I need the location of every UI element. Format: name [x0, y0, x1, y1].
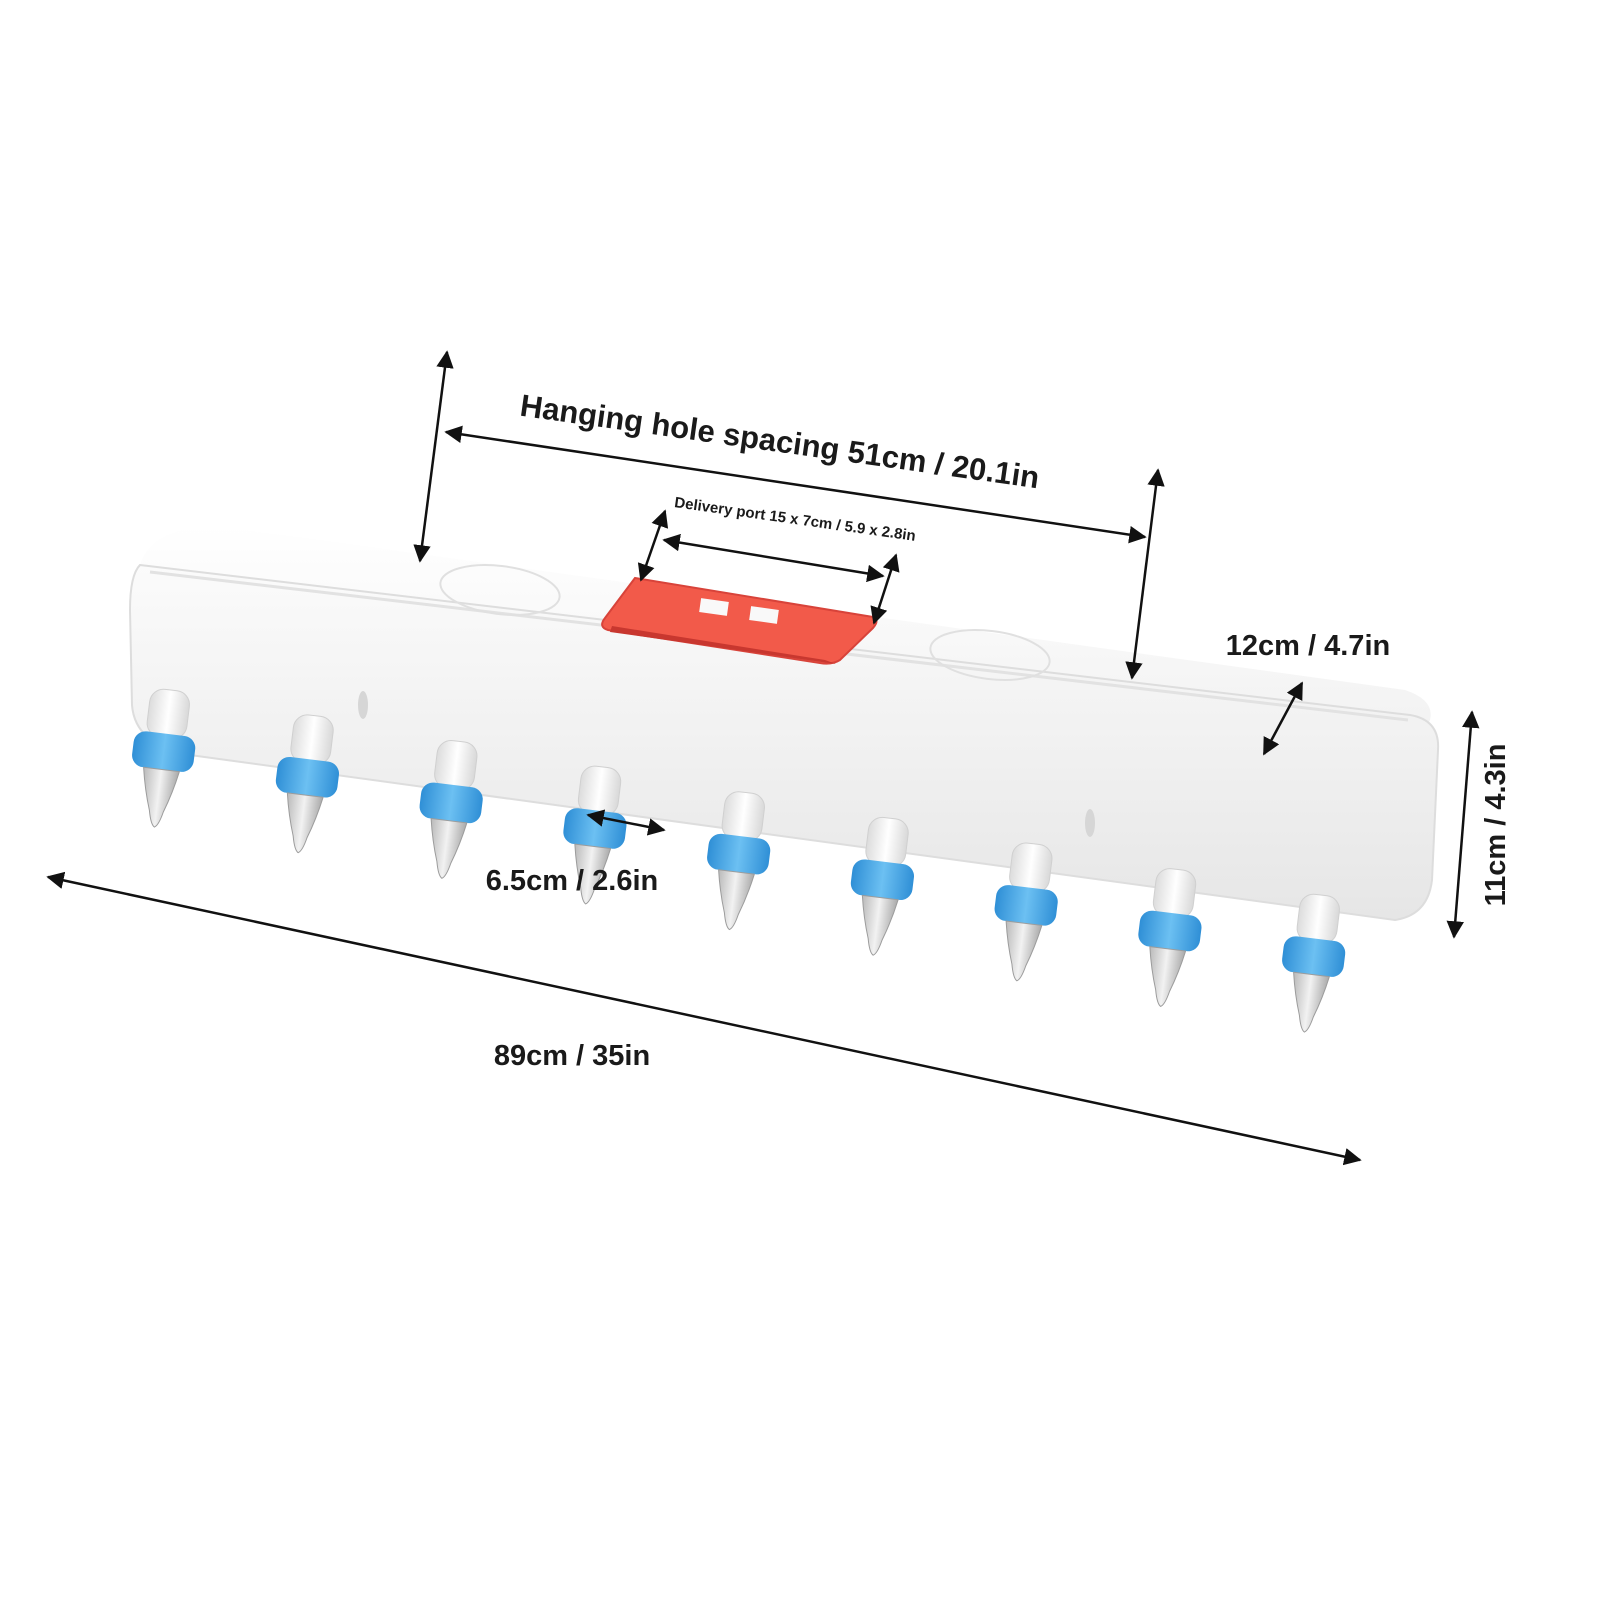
- nipple-teat: [861, 894, 899, 956]
- delivery-port-left-arrow: [637, 509, 669, 582]
- nipple-collar: [1138, 910, 1202, 952]
- hanging-hole-right-arrow: [1125, 468, 1165, 680]
- nipple-teat: [430, 817, 468, 879]
- nipple-teat: [718, 869, 755, 931]
- delivery-port-width-arrow: [662, 533, 885, 583]
- nipple-assembly: [275, 714, 340, 854]
- hanging-hole-spacing-label: Hanging hole spacing 51cm / 20.1in: [518, 388, 1041, 496]
- nipple-teat: [1005, 920, 1043, 982]
- nipple-collar: [850, 859, 915, 901]
- delivery-port-right-arrow: [870, 553, 900, 625]
- nipple-assembly: [419, 739, 483, 879]
- nipple-teat: [143, 766, 180, 828]
- length-label: 89cm / 35in: [494, 1040, 650, 1072]
- nipple-spacing-arrow: [586, 809, 666, 836]
- nipple-teat: [1149, 946, 1187, 1007]
- nipple-collar: [1282, 936, 1346, 977]
- nipple-collar: [419, 782, 483, 824]
- nipple-collar: [994, 885, 1058, 926]
- nipple-collar: [707, 833, 771, 875]
- hanging-hole-left-arrow: [413, 350, 454, 563]
- hanging-hole-spacing-arrow: [444, 425, 1147, 544]
- depth-arrow: [1262, 681, 1304, 756]
- dimension-lines: [46, 350, 1480, 1166]
- delivery-port-label: Delivery port 15 x 7cm / 5.9 x 2.8in: [673, 494, 916, 545]
- nipple-teat: [1293, 971, 1330, 1033]
- nipple-collar: [132, 731, 196, 772]
- length-arrow: [46, 871, 1362, 1166]
- nipple-collar: [275, 756, 340, 798]
- nipple-teat: [286, 792, 324, 854]
- height-arrow: [1446, 710, 1480, 939]
- height-label: 11cm / 4.3in: [1480, 744, 1512, 907]
- depth-label: 12cm / 4.7in: [1226, 630, 1390, 662]
- nipple-spacing-label: 6.5cm / 2.6in: [486, 865, 659, 897]
- nipple-assembly: [132, 688, 196, 828]
